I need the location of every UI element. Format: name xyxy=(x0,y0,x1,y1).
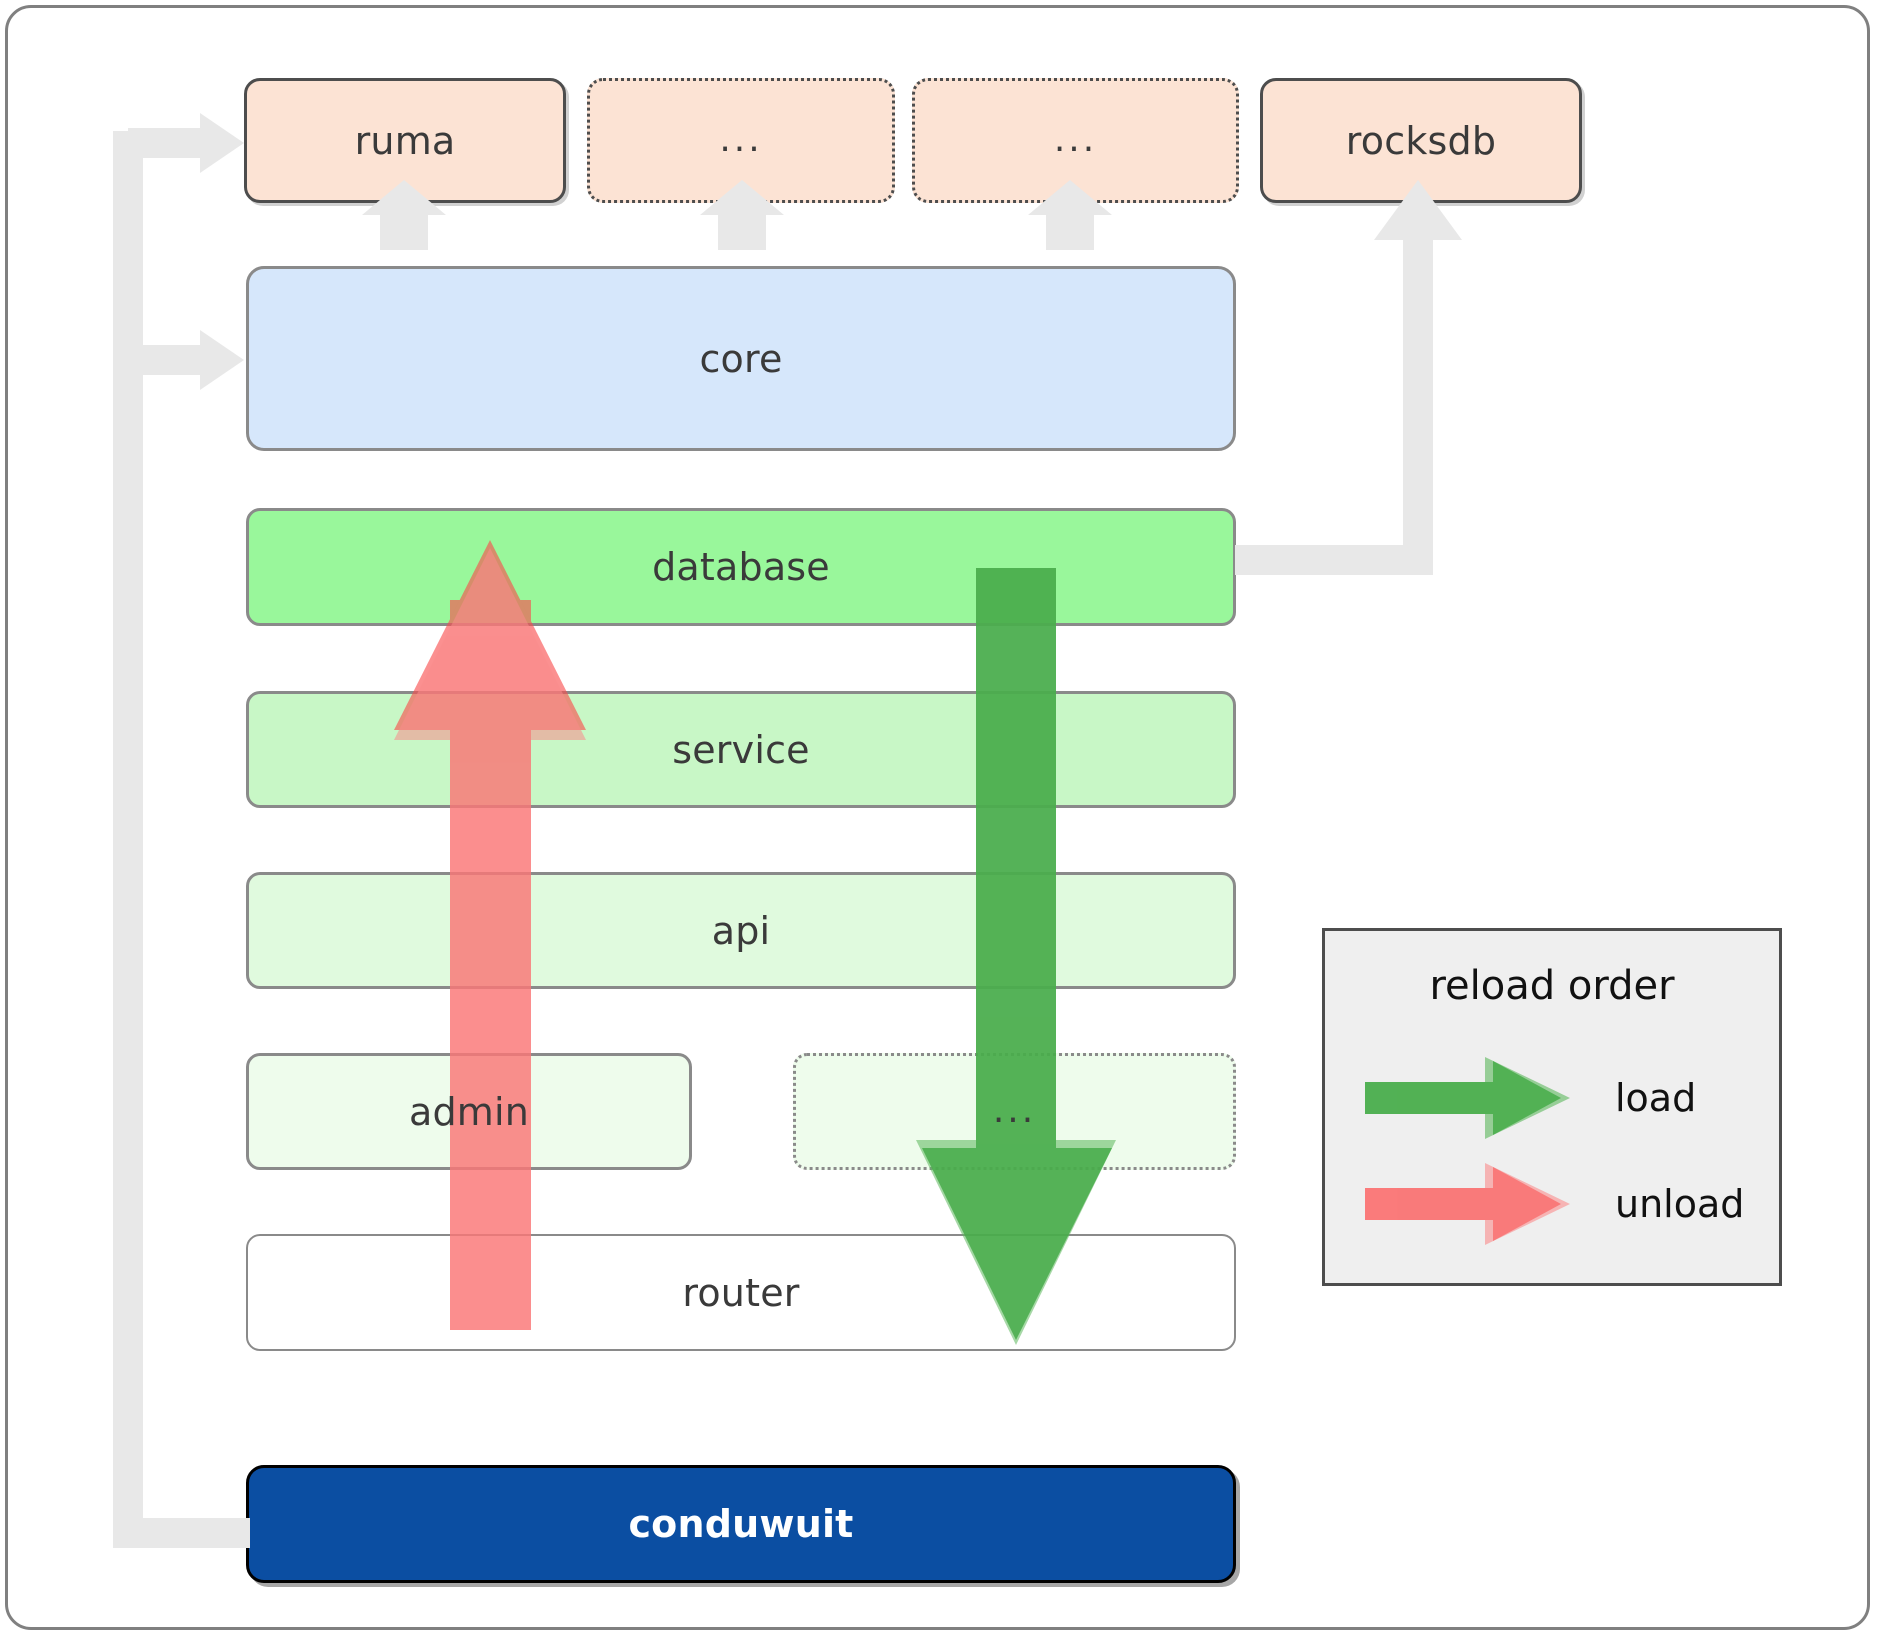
legend-row-unload: unload xyxy=(1365,1159,1755,1249)
legend-title: reload order xyxy=(1429,963,1675,1009)
diagram-frame xyxy=(5,5,1870,1630)
layer-node-api-label: api xyxy=(711,908,771,953)
layer-node-dots-label: ... xyxy=(992,1090,1037,1132)
legend-label-unload: unload xyxy=(1615,1182,1745,1226)
layer-node-api[interactable]: api xyxy=(246,872,1236,989)
dep-node-dots-1-label: ... xyxy=(719,119,763,161)
layer-node-database[interactable]: database xyxy=(246,508,1236,626)
core-node-label: core xyxy=(699,336,783,381)
layer-node-service-label: service xyxy=(672,727,810,772)
layer-node-admin[interactable]: admin xyxy=(246,1053,692,1170)
dep-node-ruma-label: ruma xyxy=(354,118,456,163)
core-node[interactable]: core xyxy=(246,266,1236,451)
dep-node-dots-1[interactable]: ... xyxy=(587,78,895,203)
legend-row-load: load xyxy=(1365,1053,1755,1143)
layer-node-admin-label: admin xyxy=(408,1089,530,1134)
root-node-conduwuit-label: conduwuit xyxy=(628,1502,854,1546)
dep-node-rocksdb-label: rocksdb xyxy=(1345,118,1497,163)
dep-node-dots-2-label: ... xyxy=(1053,119,1098,161)
dep-node-rocksdb[interactable]: rocksdb xyxy=(1260,78,1582,203)
layer-node-dots[interactable]: ... xyxy=(793,1053,1236,1170)
dep-node-dots-2[interactable]: ... xyxy=(912,78,1239,203)
layer-node-router[interactable]: router xyxy=(246,1234,1236,1351)
root-node-conduwuit[interactable]: conduwuit xyxy=(246,1465,1236,1583)
layer-node-service[interactable]: service xyxy=(246,691,1236,808)
legend-box: reload order load xyxy=(1322,928,1782,1286)
unload-legend-arrow-icon xyxy=(1365,1163,1570,1245)
dep-node-ruma[interactable]: ruma xyxy=(244,78,566,203)
layer-node-router-label: router xyxy=(682,1270,800,1315)
legend-label-load: load xyxy=(1615,1076,1697,1120)
layer-node-database-label: database xyxy=(652,545,830,589)
load-legend-arrow-icon xyxy=(1365,1057,1570,1139)
